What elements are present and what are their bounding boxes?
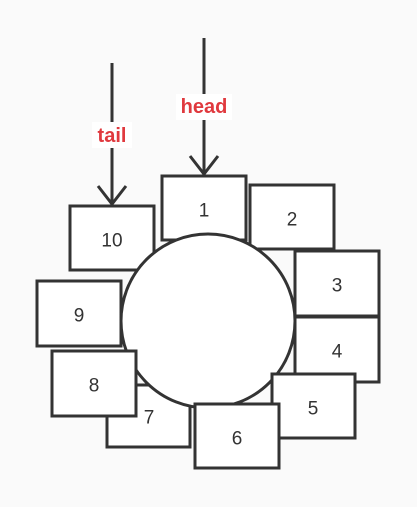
slot-box-5: 5 <box>270 372 357 440</box>
tail-label: tail <box>98 125 127 147</box>
slot-label-7: 7 <box>144 408 155 429</box>
head-label-background <box>176 94 232 120</box>
slot-label-1: 1 <box>199 201 210 222</box>
slot-box-10: 10 <box>68 204 156 272</box>
slot-label-4: 4 <box>332 342 343 363</box>
tail-pointer: tail <box>92 63 132 207</box>
slot-label-2: 2 <box>287 210 298 231</box>
slot-box-3: 3 <box>293 249 381 318</box>
slot-label-9: 9 <box>74 306 85 327</box>
slot-box-2: 2 <box>248 183 336 251</box>
slot-label-8: 8 <box>89 376 100 397</box>
slot-box-8: 8 <box>50 349 138 418</box>
head-pointer: head <box>176 38 232 177</box>
slot-label-10: 10 <box>101 231 122 252</box>
slot-box-6: 6 <box>193 402 281 470</box>
slot-box-1: 1 <box>160 174 248 242</box>
tail-label-background <box>92 122 132 148</box>
tail-arrowhead-icon <box>96 185 128 207</box>
slot-label-6: 6 <box>232 429 243 450</box>
slot-label-3: 3 <box>332 276 343 297</box>
slot-box-9: 9 <box>35 279 123 348</box>
head-arrowhead-icon <box>188 155 220 177</box>
slot-label-5: 5 <box>308 399 319 420</box>
head-label: head <box>181 96 228 118</box>
slot-box-4: 4 <box>293 315 381 384</box>
center-circle <box>119 232 297 410</box>
